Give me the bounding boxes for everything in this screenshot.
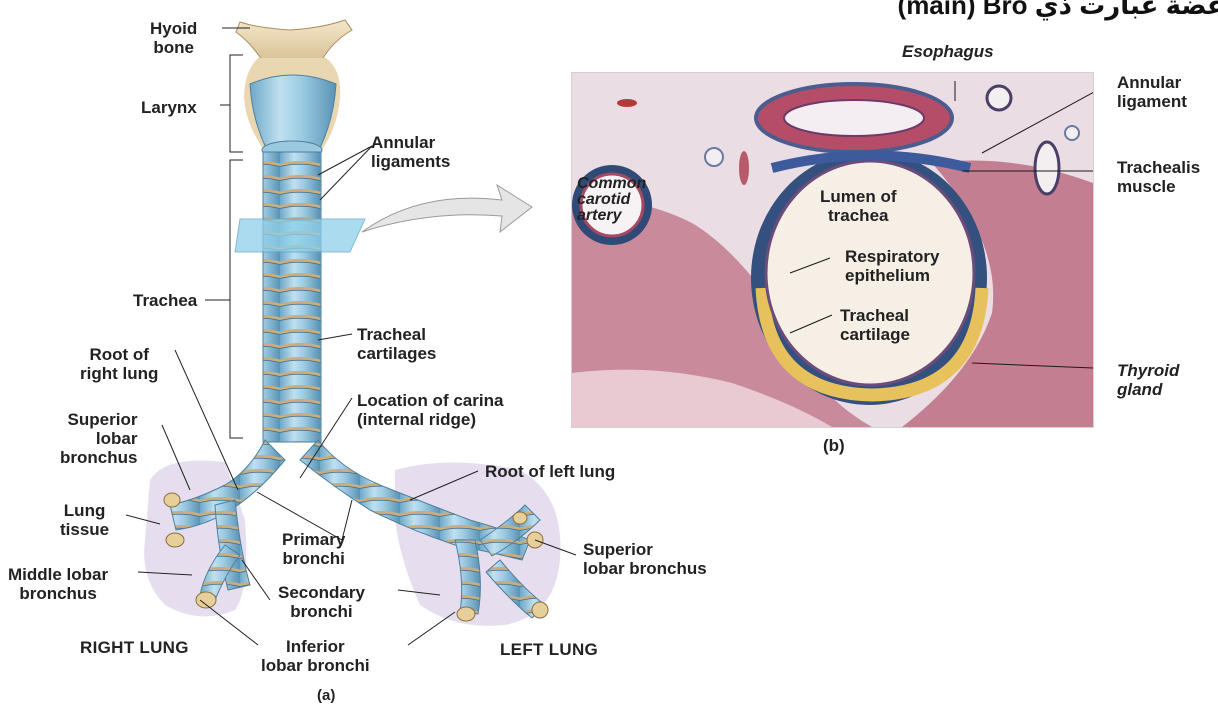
label-thyroid-gland: Thyroid gland xyxy=(1117,361,1179,399)
label-middle-lobar-bronchus: Middle lobar bronchus xyxy=(8,565,108,603)
trachea-tube xyxy=(263,152,321,442)
label-trachea: Trachea xyxy=(133,291,197,310)
caption-b: (b) xyxy=(823,436,845,455)
label-lung-tissue: Lung tissue xyxy=(60,501,109,539)
label-lumen-of-trachea: Lumen of trachea xyxy=(820,187,897,225)
label-primary-bronchi: Primary bronchi xyxy=(282,530,345,568)
section-plane xyxy=(235,219,365,252)
micrograph-image xyxy=(572,73,1093,427)
label-tracheal-cartilages: Tracheal cartilages xyxy=(357,325,436,363)
label-tracheal-cartilage: Tracheal cartilage xyxy=(840,306,910,344)
histology-micrograph xyxy=(571,72,1094,428)
label-annular-ligaments: Annular ligaments xyxy=(371,133,450,171)
label-hyoid-bone: Hyoid bone xyxy=(150,19,197,57)
label-right-lung: RIGHT LUNG xyxy=(80,638,189,657)
label-larynx: Larynx xyxy=(141,98,197,117)
label-secondary-bronchi: Secondary bronchi xyxy=(278,583,365,621)
label-trachealis-muscle: Trachealis muscle xyxy=(1117,158,1200,196)
label-superior-lobar-bronchus-right: Superior lobar bronchus xyxy=(60,410,137,467)
label-common-carotid-artery: Common carotid artery xyxy=(577,176,646,224)
arrow-to-section xyxy=(362,185,532,232)
label-root-of-right-lung: Root of right lung xyxy=(80,345,158,383)
caption-a: (a) xyxy=(317,686,335,705)
label-root-of-left-lung: Root of left lung xyxy=(485,462,615,481)
label-left-lung: LEFT LUNG xyxy=(500,640,598,659)
label-superior-lobar-bronchus-left: Superior lobar bronchus xyxy=(583,540,707,578)
label-location-of-carina: Location of carina (internal ridge) xyxy=(357,391,503,429)
label-esophagus: Esophagus xyxy=(902,42,994,61)
label-respiratory-epithelium: Respiratory epithelium xyxy=(845,247,939,285)
label-inferior-lobar-bronchi: Inferior lobar bronchi xyxy=(261,637,370,675)
thyroid-cartilage xyxy=(250,75,336,148)
label-annular-ligament: Annular ligament xyxy=(1117,73,1187,111)
hyoid-bone xyxy=(236,20,352,60)
